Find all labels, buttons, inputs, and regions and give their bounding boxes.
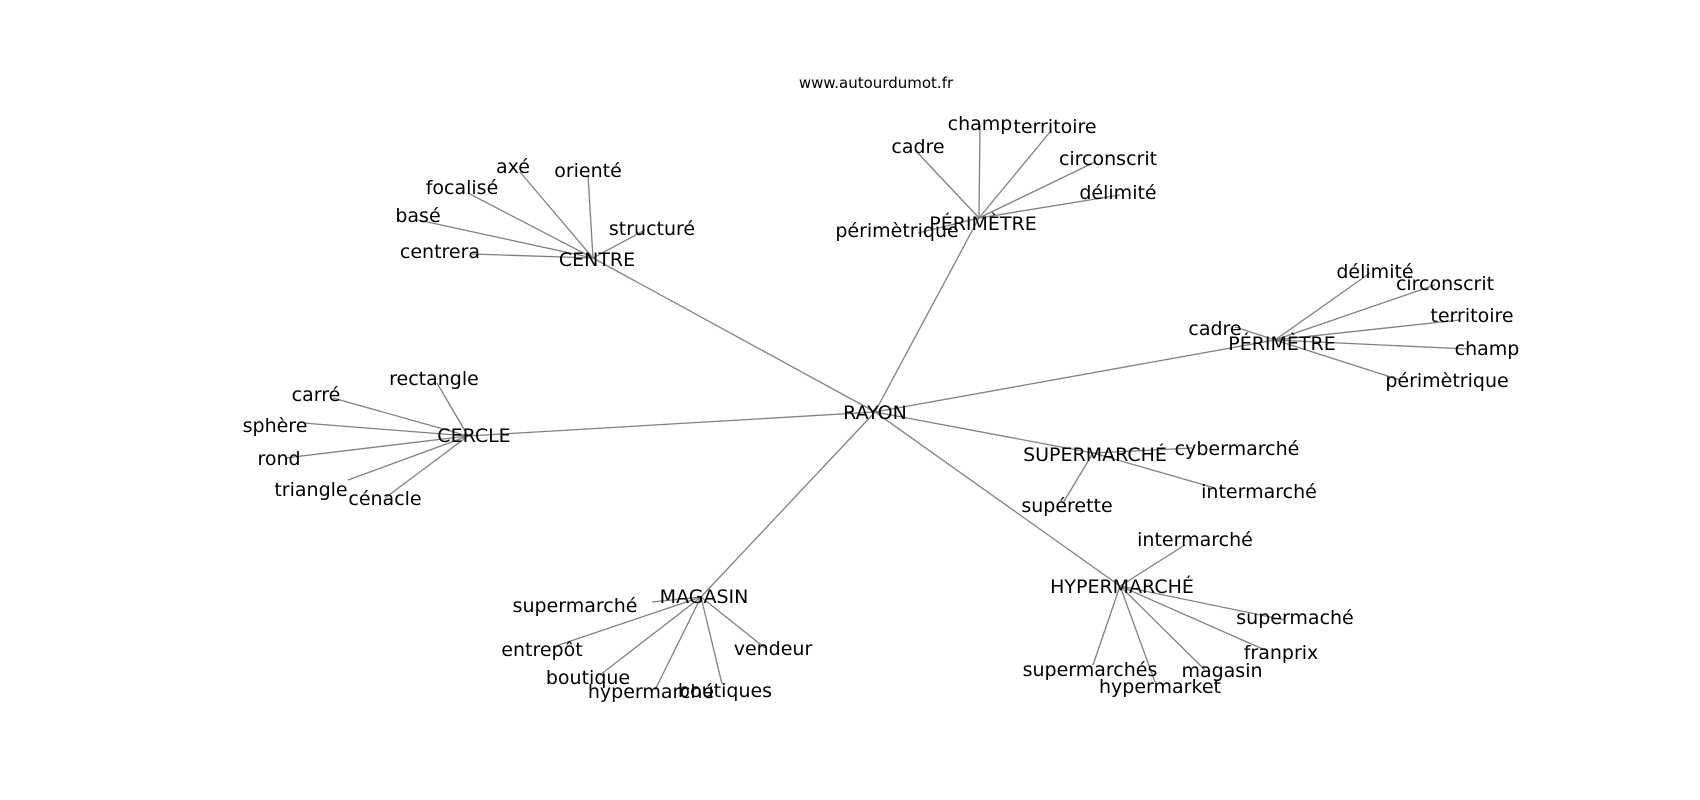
edge-root-supermarche <box>874 411 1094 454</box>
word-node-cadre[interactable]: cadre <box>1188 318 1241 340</box>
word-node-intermarche[interactable]: intermarché <box>1137 529 1253 551</box>
edge-cercle-cenacle <box>384 435 469 499</box>
word-node-rond[interactable]: rond <box>257 448 300 470</box>
edge-hypermarche-hypermarket <box>1119 585 1156 683</box>
edge-hypermarche-magasin <box>1119 585 1206 671</box>
cluster-node-centre[interactable]: CENTRE <box>559 249 635 271</box>
word-node-superette[interactable]: supérette <box>1021 495 1112 517</box>
edge-perimetre-delimite <box>978 194 1121 219</box>
cluster-node-cercle[interactable]: CERCLE <box>437 425 510 447</box>
edge-perimetre-delimite <box>1274 272 1371 341</box>
edge-perimetre-cadre <box>914 149 980 219</box>
edge-root-centre <box>592 257 876 413</box>
edge-perimetre-perimetrique <box>917 217 980 234</box>
word-node-vendeur[interactable]: vendeur <box>734 638 813 660</box>
cluster-node-magasin[interactable]: MAGASIN <box>660 586 749 608</box>
labels-layer: RAYON CENTRE axé orienté focalisé basé structu… <box>243 113 1520 703</box>
edge-cercle-rond <box>284 435 469 459</box>
edge-cercle-triangle <box>347 435 469 481</box>
edge-root-magasin <box>700 411 876 598</box>
edge-magasin-entrepot <box>552 596 702 648</box>
edge-magasin-supermarche <box>651 596 702 603</box>
word-node-boutiques[interactable]: boutiques <box>678 680 772 702</box>
word-node-franprix[interactable]: franprix <box>1244 642 1319 664</box>
cluster-node-supermarche[interactable]: SUPERMARCHÉ <box>1023 443 1167 466</box>
site-url: www.autourdumot.fr <box>799 74 954 92</box>
word-node-circonscrit[interactable]: circonscrit <box>1059 148 1157 170</box>
word-node-cybermarche[interactable]: cybermarché <box>1175 438 1300 460</box>
edge-supermarche-intermarche <box>1092 452 1216 489</box>
word-node-supermarche[interactable]: supermarché <box>513 595 638 617</box>
edge-centre-centrera <box>471 253 594 259</box>
word-node-oriente[interactable]: orienté <box>554 160 622 182</box>
word-node-perimetrique[interactable]: périmètrique <box>835 220 958 242</box>
word-node-cadre[interactable]: cadre <box>891 136 944 158</box>
word-node-structure[interactable]: structuré <box>609 218 695 240</box>
edge-cercle-carre <box>332 397 469 437</box>
edge-magasin-boutiques <box>700 596 723 685</box>
edge-cercle-rectangle <box>436 382 469 437</box>
cluster-node-perimetre[interactable]: PÉRIMÈTRE <box>1228 332 1335 355</box>
edge-magasin-hypermarche <box>654 596 702 691</box>
word-node-hypermarket[interactable]: hypermarket <box>1099 676 1221 698</box>
word-node-supermarches[interactable]: supermarchés <box>1023 659 1158 681</box>
edge-hypermarche-supermarches <box>1092 585 1121 666</box>
word-node-entrepot[interactable]: entrepôt <box>501 639 582 661</box>
cluster-node-perimetre[interactable]: PÉRIMÈTRE <box>929 212 1036 235</box>
word-node-focalise[interactable]: focalisé <box>426 177 499 199</box>
word-node-base[interactable]: basé <box>395 205 440 227</box>
word-node-boutique[interactable]: boutique <box>546 667 630 689</box>
edge-perimetre-perimetrique <box>1274 339 1401 381</box>
word-node-cenacle[interactable]: cénacle <box>348 488 421 510</box>
root-word-node[interactable]: RAYON <box>843 402 907 424</box>
edge-hypermarche-intermarche <box>1119 544 1186 587</box>
edge-root-perimetre <box>874 339 1276 413</box>
word-node-perimetrique[interactable]: périmètrique <box>1385 370 1508 392</box>
word-node-circonscrit[interactable]: circonscrit <box>1396 273 1494 295</box>
edges-layer <box>284 124 1469 691</box>
word-node-champ[interactable]: champ <box>948 113 1013 135</box>
word-node-magasin[interactable]: magasin <box>1181 660 1262 682</box>
edge-magasin-boutique <box>599 596 702 676</box>
word-node-territoire[interactable]: territoire <box>1430 305 1513 327</box>
word-node-champ[interactable]: champ <box>1455 338 1520 360</box>
cluster-node-hypermarche[interactable]: HYPERMARCHÉ <box>1050 575 1194 598</box>
word-node-territoire[interactable]: territoire <box>1013 116 1096 138</box>
edge-hypermarche-supermache <box>1119 585 1286 621</box>
edge-supermarche-cybermarche <box>1092 447 1193 454</box>
word-node-intermarche[interactable]: intermarché <box>1201 481 1317 503</box>
edge-root-cercle <box>467 411 876 437</box>
edge-magasin-vendeur <box>700 596 766 649</box>
edge-centre-base <box>417 219 594 259</box>
edge-supermarche-superette <box>1062 452 1094 504</box>
edge-perimetre-circonscrit <box>1274 284 1436 341</box>
edge-hypermarche-franprix <box>1119 585 1266 651</box>
edge-perimetre-territoire <box>1274 319 1461 341</box>
edge-perimetre-cadre <box>1234 326 1276 341</box>
edge-root-hypermarche <box>874 411 1121 587</box>
edge-perimetre-territoire <box>978 131 1051 219</box>
edge-root-perimetre <box>874 217 980 413</box>
edge-perimetre-champ <box>978 124 981 219</box>
word-node-hypermarche[interactable]: hypermarché <box>588 681 714 703</box>
edge-centre-oriente <box>587 174 594 259</box>
edge-centre-focalise <box>467 192 594 259</box>
word-node-centrera[interactable]: centrera <box>400 241 480 263</box>
word-node-triangle[interactable]: triangle <box>274 479 347 501</box>
edge-centre-axe <box>519 171 594 259</box>
word-node-supermache[interactable]: supermaché <box>1236 607 1354 629</box>
word-node-carre[interactable]: carré <box>292 384 341 406</box>
edge-perimetre-circonscrit <box>978 161 1096 219</box>
word-node-rectangle[interactable]: rectangle <box>389 368 479 390</box>
word-node-delimite[interactable]: délimité <box>1079 182 1156 204</box>
word-node-sphere[interactable]: sphère <box>243 415 308 437</box>
edge-centre-structure <box>592 229 646 259</box>
edge-perimetre-champ <box>1274 339 1469 350</box>
word-node-axe[interactable]: axé <box>496 156 530 178</box>
edge-cercle-sphere <box>302 422 469 437</box>
word-node-delimite[interactable]: délimité <box>1336 261 1413 283</box>
